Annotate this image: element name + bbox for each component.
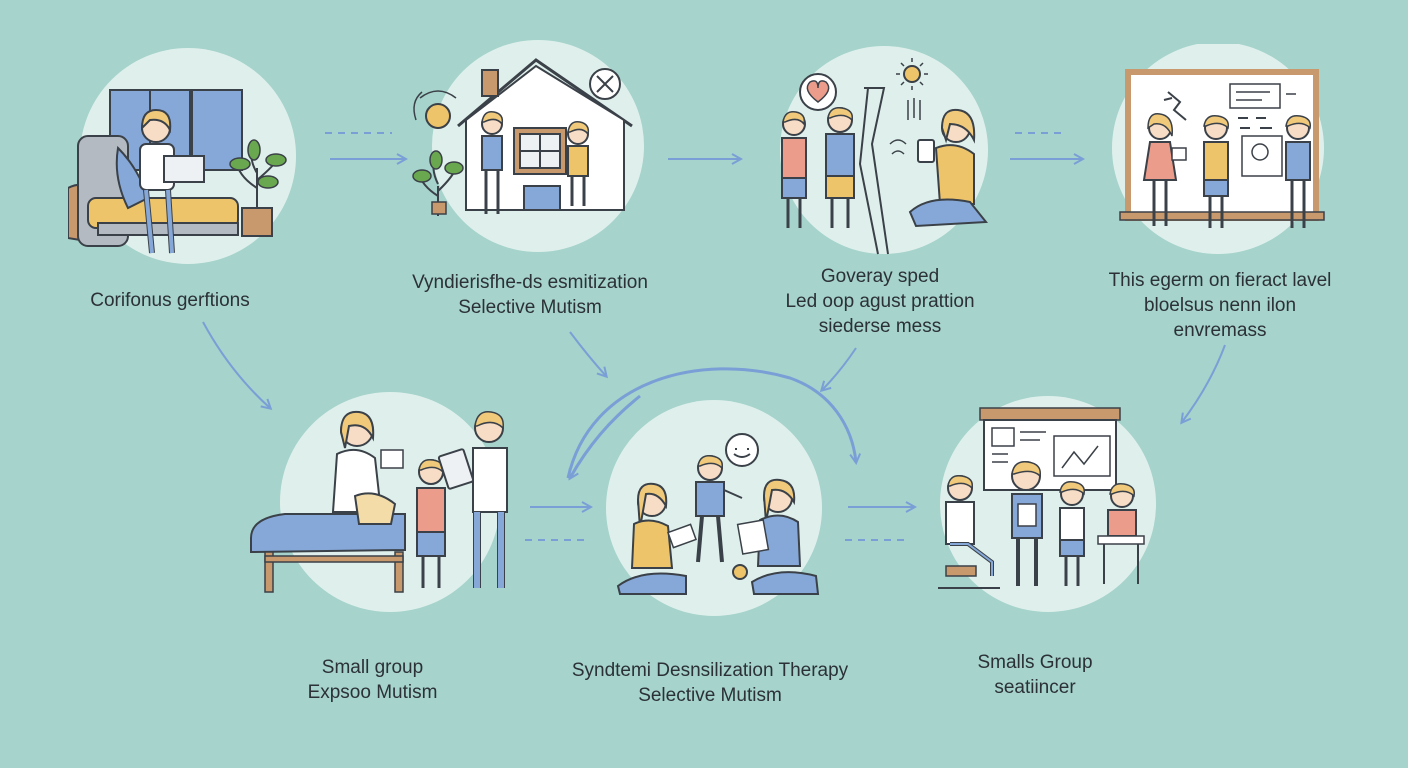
step-5: [245, 392, 525, 622]
cycle-arc-tail: [570, 394, 641, 478]
step-4: [1100, 44, 1350, 274]
children-adult-heart-illustration: [780, 46, 988, 255]
arrow-2-6: [569, 331, 606, 376]
step-7: [928, 392, 1168, 622]
step-7-caption: Smalls Group seatiincer: [977, 652, 1093, 698]
step-4-caption: This egerm on fieract lavel bloelsus nen…: [1108, 270, 1332, 341]
child-laptop-armchair-illustration: [68, 48, 296, 264]
house-children-illustration: [412, 40, 644, 252]
step-1: [68, 48, 308, 278]
step-6-caption: Syndtemi Desnsilization Therapy Selectiv…: [571, 660, 849, 706]
step-2-caption: Vyndierisfhe-ds esmitization Selective M…: [412, 272, 648, 318]
step-1-caption: Corifonus gerftions: [90, 290, 250, 311]
step-6: [602, 398, 842, 620]
therapist-child-tablet-illustration: [250, 392, 508, 612]
arrow-3-6: [822, 347, 857, 390]
step-3-caption: Goveray sped Led oop agust prattion sied…: [785, 266, 975, 337]
arrow-4-7: [1182, 344, 1226, 422]
cycle-arc: [566, 367, 856, 479]
small-group-board-illustration: [938, 396, 1156, 612]
arrow-1-5: [202, 321, 270, 408]
classroom-whiteboard-illustration: [1112, 44, 1325, 254]
step-3: [760, 44, 1010, 274]
step-2: [408, 36, 658, 266]
children-playing-floor-illustration: [606, 400, 822, 616]
step-5-caption: Small group Expsoo Mutism: [307, 657, 438, 703]
